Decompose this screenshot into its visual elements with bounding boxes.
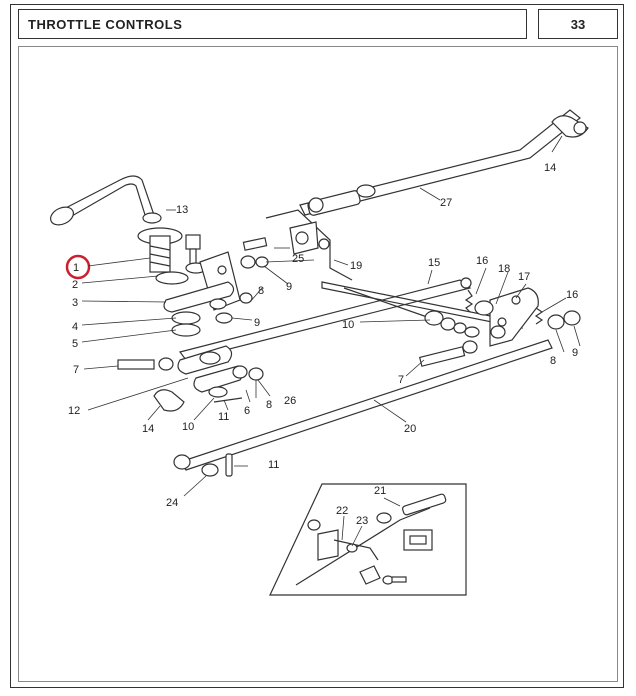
callout-1: 1 [73, 262, 79, 274]
pin-11 [225, 453, 233, 477]
fastener-group-10 [424, 310, 480, 338]
page-frame [10, 4, 624, 688]
callout-16-left: 16 [476, 255, 488, 267]
callout-9-top: 9 [286, 281, 292, 293]
bolt-25 [240, 237, 269, 269]
callout-25: 25 [292, 253, 304, 265]
leader-lines [81, 135, 581, 547]
callout-labels: 1 2 3 4 5 6 7 7 8 8 8 9 9 9 10 10 11 11 … [68, 162, 578, 527]
page-title: THROTTLE CONTROLS [18, 9, 527, 39]
lever-3 [163, 281, 235, 313]
callout-10-bottom: 10 [182, 421, 194, 433]
callout-2: 2 [72, 279, 78, 291]
callout-14-left: 14 [142, 423, 154, 435]
washer-2 [155, 271, 189, 285]
callout-8-right: 8 [550, 355, 556, 367]
spring-bolt-1 [137, 227, 207, 274]
callout-5: 5 [72, 338, 78, 350]
callout-8-top: 8 [258, 285, 264, 297]
washer-13 [142, 212, 162, 224]
callout-15: 15 [428, 257, 440, 269]
washer-4 [171, 311, 201, 325]
callout-20: 20 [404, 423, 416, 435]
washer-9b [215, 312, 233, 324]
nut-24 [201, 463, 219, 477]
rod-15 [178, 277, 472, 361]
callout-21: 21 [374, 485, 386, 497]
rod-27 [299, 109, 581, 216]
washer-5 [171, 323, 201, 337]
callout-4: 4 [72, 321, 78, 333]
lever-12 [177, 345, 264, 403]
clip-14-top [551, 115, 589, 138]
callout-22: 22 [336, 505, 348, 517]
callout-3: 3 [72, 297, 78, 309]
nut-8c [547, 314, 565, 330]
callout-27: 27 [440, 197, 452, 209]
callout-13: 13 [176, 204, 188, 216]
callout-17: 17 [518, 271, 530, 283]
spring-16a [464, 289, 474, 313]
rod-20-end [173, 454, 191, 470]
rod-20 [179, 339, 553, 471]
bolt-7-left [117, 357, 174, 371]
bracket-19 [265, 209, 353, 281]
inset-detail [269, 483, 467, 596]
callout-19: 19 [350, 260, 362, 272]
callout-12: 12 [68, 405, 80, 417]
spring-16b [534, 307, 544, 325]
callout-26: 26 [284, 395, 296, 407]
callout-8-mid: 8 [266, 399, 272, 411]
page-number: 33 [538, 9, 618, 39]
upper-lever-rod [50, 175, 155, 226]
rod-10 [321, 281, 523, 329]
callout-6: 6 [244, 405, 250, 417]
callout-18: 18 [498, 263, 510, 275]
callout-11-upper: 11 [218, 411, 229, 423]
callout-11-lower: 11 [268, 459, 279, 471]
plate-17 [474, 287, 539, 347]
washer-9a [209, 298, 227, 310]
callout-9-right: 9 [572, 347, 578, 359]
highlight-circle [65, 254, 91, 280]
bolt-7-right [418, 340, 478, 367]
callout-14-top: 14 [544, 162, 556, 174]
callout-24: 24 [166, 497, 178, 509]
callout-23: 23 [356, 515, 368, 527]
callout-9-mid: 9 [254, 317, 260, 329]
drawing-area [18, 46, 618, 682]
clip-14-left [153, 389, 185, 412]
nut-8a [239, 292, 253, 304]
washer-9c [563, 310, 581, 326]
callout-10-top: 10 [342, 319, 354, 331]
callout-7-left: 7 [73, 364, 79, 376]
callout-16-right: 16 [566, 289, 578, 301]
callout-7-right: 7 [398, 374, 404, 386]
